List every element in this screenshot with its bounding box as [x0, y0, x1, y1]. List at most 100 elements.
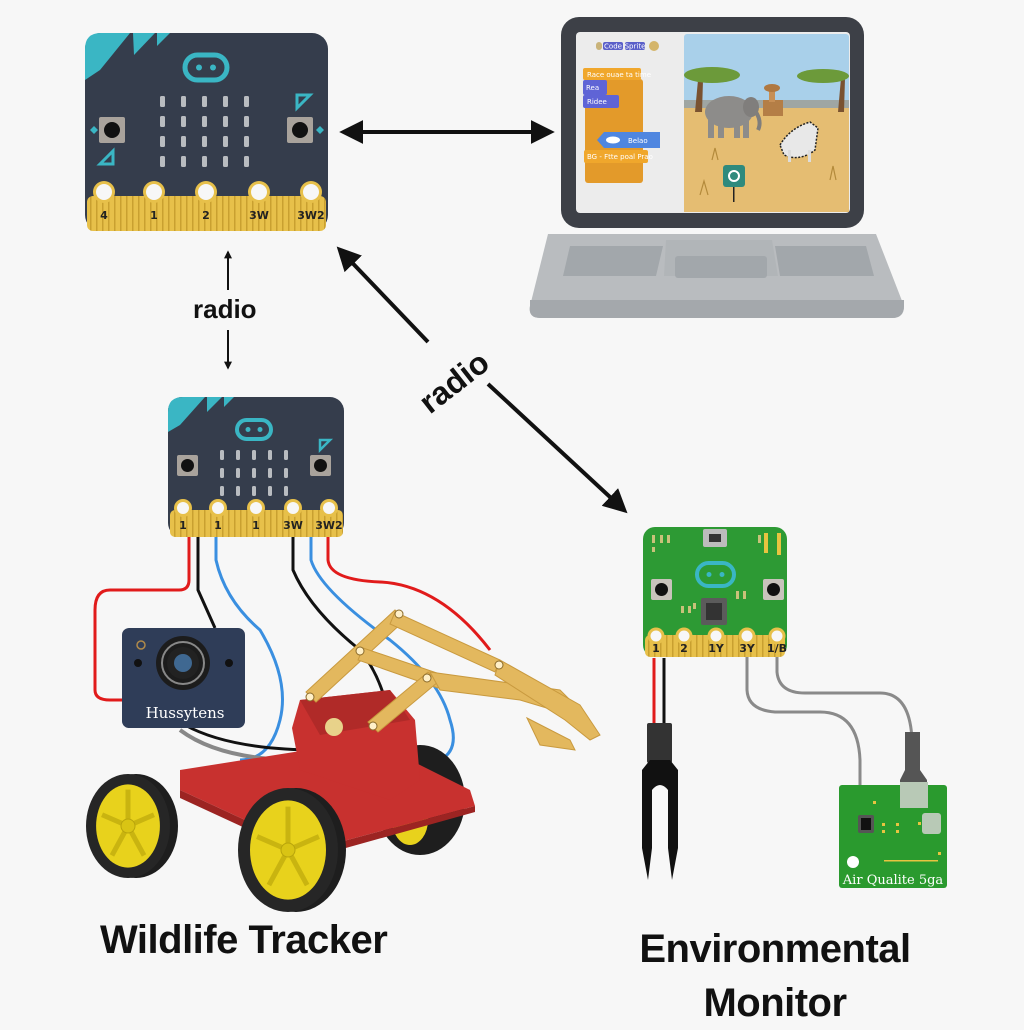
usb-plug-icon	[900, 732, 927, 788]
pin-hole	[198, 184, 214, 200]
code-block-label: Race ouae ta time	[587, 71, 651, 79]
tab-sprite[interactable]	[625, 42, 645, 50]
pin-hole	[323, 502, 335, 514]
led	[202, 116, 207, 127]
pin-hole	[146, 184, 162, 200]
pin-hole	[650, 630, 662, 642]
led	[202, 136, 207, 147]
pin-label: 1	[150, 209, 158, 222]
title-env-line2: Monitor	[703, 981, 847, 1025]
tab-code-label: Code	[604, 43, 622, 51]
title-wildlife-tracker: Wildlife Tracker	[100, 918, 388, 962]
led	[244, 96, 249, 107]
led	[244, 136, 249, 147]
led	[160, 156, 165, 167]
code-block[interactable]	[584, 150, 648, 163]
soil-moisture-probe	[642, 723, 678, 880]
pin-label: 1	[252, 519, 260, 532]
code-block[interactable]	[583, 95, 619, 108]
edge-connector	[87, 196, 326, 231]
radio-label-vertical: radio	[193, 294, 257, 324]
led	[236, 468, 240, 478]
led	[284, 450, 288, 460]
led	[236, 486, 240, 496]
led	[223, 96, 228, 107]
led-matrix	[160, 96, 249, 167]
led	[160, 136, 165, 147]
code-block-label: Rea	[586, 84, 599, 92]
pin-label: 1	[652, 642, 660, 655]
acacia-tree	[797, 69, 849, 83]
camera-module: Hussytens	[122, 628, 245, 728]
code-block-label: Ridee	[587, 98, 607, 106]
code-block-label: BG - Ftte poal Prao	[587, 153, 653, 161]
pin-hole	[741, 630, 753, 642]
led	[223, 156, 228, 167]
tab-code[interactable]	[603, 42, 623, 50]
code-block[interactable]	[583, 80, 607, 95]
pin-label: 3W	[249, 209, 269, 222]
wheel	[238, 788, 346, 912]
pin-hole	[771, 630, 783, 642]
code-block[interactable]	[583, 68, 641, 80]
title-env-line1: Environmental	[639, 927, 911, 971]
pin-hole	[250, 502, 262, 514]
title-environmental-monitor: Environmental Monitor	[570, 922, 980, 1030]
led	[181, 136, 186, 147]
radio-arrow-to-env	[486, 382, 628, 514]
trackpad	[675, 256, 767, 278]
edge-connector	[170, 510, 343, 537]
led	[160, 96, 165, 107]
pin-label: 2	[680, 642, 688, 655]
pin-hole	[212, 502, 224, 514]
elephant-sprite	[705, 96, 762, 138]
led	[268, 468, 272, 478]
led	[268, 450, 272, 460]
led	[252, 450, 256, 460]
pin-label: 3Y	[739, 642, 756, 655]
logo-icon	[235, 418, 273, 441]
pin-label: 2	[202, 209, 210, 222]
pin-label: 1/B	[767, 642, 787, 655]
pin-hole	[678, 630, 690, 642]
led	[160, 116, 165, 127]
led	[284, 468, 288, 478]
led	[223, 116, 228, 127]
led	[181, 156, 186, 167]
code-editor-panel: Code Sprite Race ouae ta time Rea Ridee …	[583, 41, 660, 183]
pin-label: 1	[214, 519, 222, 532]
env-wires	[652, 655, 914, 800]
pin-hole	[710, 630, 722, 642]
led	[181, 116, 186, 127]
giraffe-sprite	[763, 84, 783, 116]
camera-lens-icon	[174, 654, 192, 672]
robot-car	[86, 609, 601, 912]
led	[220, 468, 224, 478]
zebra-sprite	[779, 121, 819, 162]
led	[202, 96, 207, 107]
led	[244, 156, 249, 167]
game-stage	[684, 34, 849, 212]
robotic-arm	[305, 609, 601, 751]
air-sensor-label: Air Qualite 5ga	[842, 873, 944, 888]
led	[202, 156, 207, 167]
code-block[interactable]	[597, 132, 660, 148]
pin-label: 3W	[283, 519, 303, 532]
led	[252, 486, 256, 496]
air-quality-sensor: Air Qualite 5ga	[839, 732, 947, 888]
code-block-label: Belao	[628, 137, 648, 145]
led	[223, 136, 228, 147]
led	[236, 450, 240, 460]
sign-icon	[723, 165, 745, 202]
pin-label: 3W2	[315, 519, 342, 532]
led	[181, 96, 186, 107]
led	[220, 486, 224, 496]
pin-label: 4	[100, 209, 108, 222]
led-matrix	[220, 450, 288, 496]
logo-icon	[695, 561, 736, 588]
logo-icon	[182, 52, 230, 83]
pin-hole	[96, 184, 112, 200]
